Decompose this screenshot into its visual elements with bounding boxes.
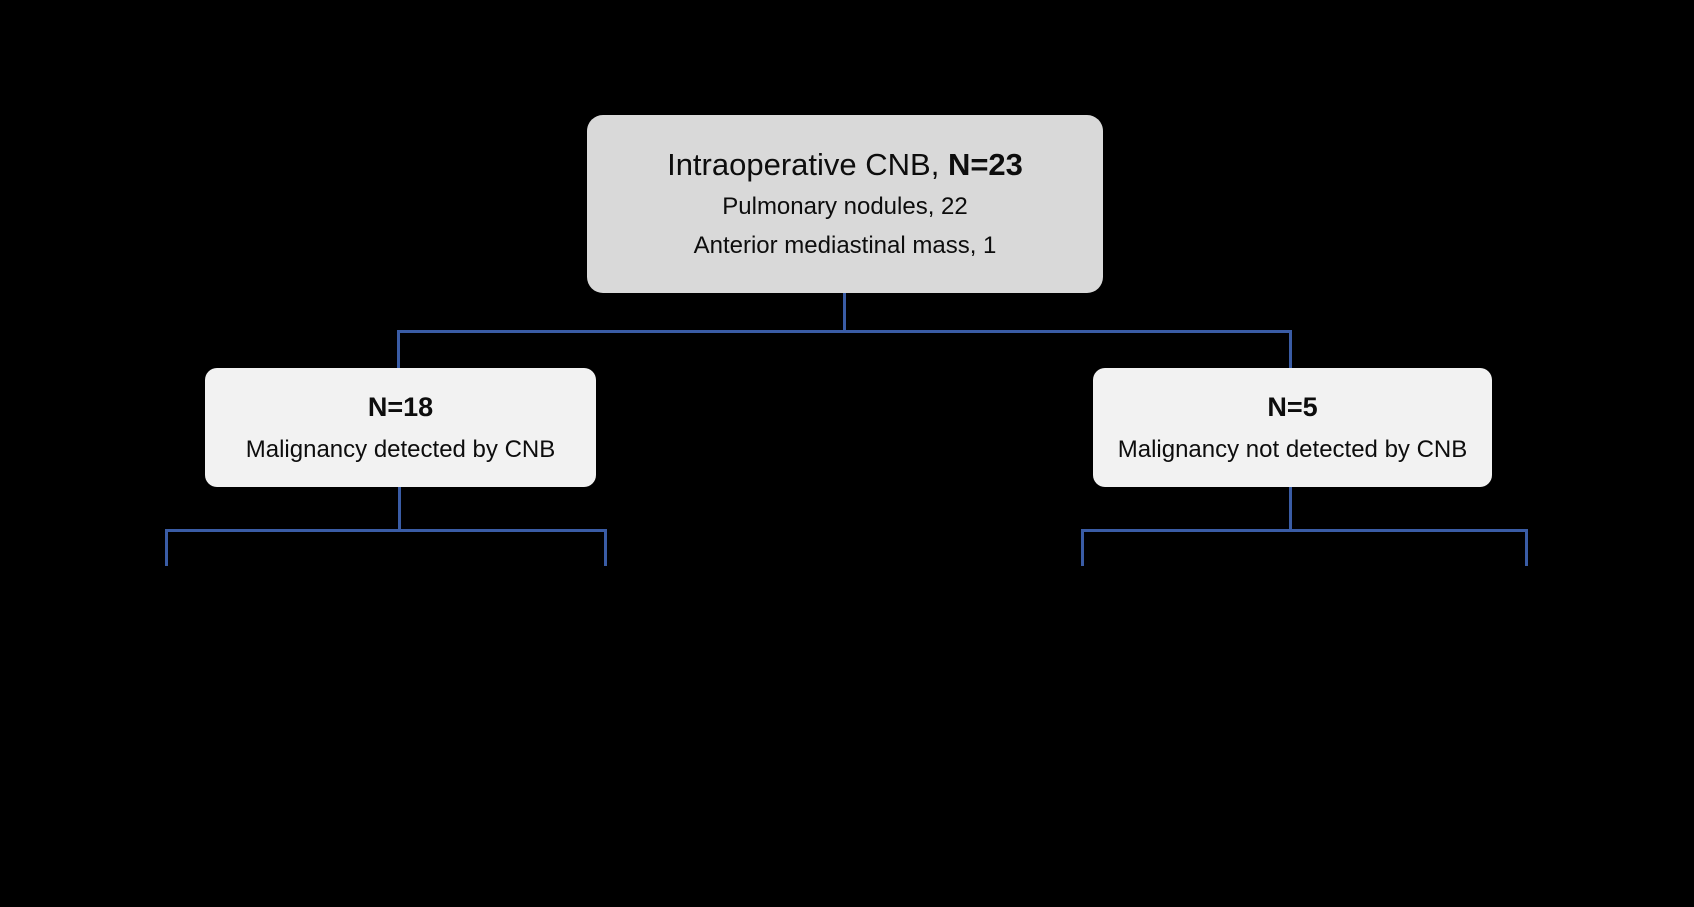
connector-left-bracket-stub-right [604, 529, 607, 566]
root-node-title: Intraoperative CNB, N=23 [667, 147, 1023, 183]
connector-left-bracket-stub-left [165, 529, 168, 566]
connector-left-stem [398, 487, 401, 532]
node-malignancy-detected: N=18 Malignancy detected by CNB [205, 368, 596, 487]
node-malignancy-not-detected: N=5 Malignancy not detected by CNB [1093, 368, 1492, 487]
connector-left-child-drop [397, 330, 400, 368]
left-node-count: N=18 [367, 391, 434, 422]
root-detail-mediastinal: Anterior mediastinal mass, 1 [693, 232, 997, 259]
left-node-label: Malignancy detected by CNB [245, 435, 556, 463]
connector-level1-horizontal [397, 330, 1292, 333]
connector-right-child-drop [1289, 330, 1292, 368]
root-detail-pulmonary: Pulmonary nodules, 22 [722, 193, 968, 220]
root-title-count: N=23 [947, 147, 1023, 182]
node-intraoperative-cnb: Intraoperative CNB, N=23 Pulmonary nodul… [587, 115, 1103, 293]
connector-right-stem [1289, 487, 1292, 532]
root-title-text: Intraoperative CNB, [667, 147, 940, 182]
right-node-label: Malignancy not detected by CNB [1117, 435, 1468, 463]
right-node-count: N=5 [1267, 391, 1318, 422]
connector-right-bracket-stub-left [1081, 529, 1084, 566]
connector-right-bracket-stub-right [1525, 529, 1528, 566]
connector-left-bracket-horizontal [165, 529, 607, 532]
connector-right-bracket-horizontal [1081, 529, 1528, 532]
connector-root-stem [843, 293, 846, 333]
